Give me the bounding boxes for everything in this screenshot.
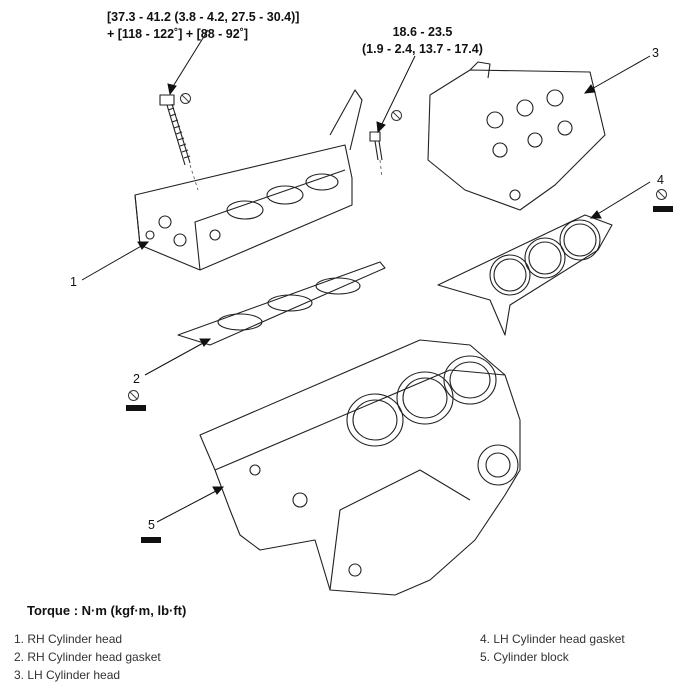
legend-item: 5. Cylinder block (480, 650, 569, 664)
legend-item: 2. RH Cylinder head gasket (14, 650, 161, 664)
legend-item: 3. LH Cylinder head (14, 668, 121, 682)
torque-spec-small-bolt-line2: (1.9 - 2.4, 13.7 - 17.4) (362, 42, 483, 56)
lh-cylinder-head-illustration (427, 61, 606, 211)
torque-spec-small-bolt: 18.6 - 23.5 (1.9 - 2.4, 13.7 - 17.4) (362, 24, 483, 58)
torque-spec-small-bolt-line1: 18.6 - 23.5 (392, 25, 453, 39)
callout-3: 3 (652, 46, 659, 60)
torque-spec-head-bolt-line2: + [118 - 122˚] + [88 - 92˚] (107, 27, 249, 41)
engine-exploded-diagram (81, 29, 651, 596)
legend-right: 4. LH Cylinder head gasket 5. Cylinder b… (480, 630, 625, 666)
legend-left: 1. RH Cylinder head 2. RH Cylinder head … (14, 630, 161, 684)
callout-4: 4 (657, 173, 664, 187)
rh-gasket-illustration (177, 261, 386, 346)
cylinder-block-illustration (199, 339, 521, 596)
head-bolt-illustration (159, 94, 191, 166)
no-reuse-icon (656, 189, 667, 200)
torque-spec-head-bolt: [37.3 - 41.2 (3.8 - 4.2, 27.5 - 30.4)] +… (107, 9, 299, 43)
no-reuse-icon (128, 390, 139, 401)
legend-item: 1. RH Cylinder head (14, 632, 123, 646)
sealant-icon (653, 206, 673, 212)
callout-1: 1 (70, 275, 77, 289)
lh-gasket-illustration (437, 214, 613, 336)
sealant-icon (141, 537, 161, 543)
callout-5: 5 (148, 518, 155, 532)
legend-item: 4. LH Cylinder head gasket (480, 632, 625, 646)
torque-spec-head-bolt-line1: [37.3 - 41.2 (3.8 - 4.2, 27.5 - 30.4)] (107, 10, 300, 24)
sealant-icon (126, 405, 146, 411)
rh-cylinder-head-illustration (134, 89, 363, 271)
callout-2: 2 (133, 372, 140, 386)
torque-unit-title: Torque : N·m (kgf·m, lb·ft) (27, 603, 187, 618)
no-reuse-icon (180, 93, 191, 104)
no-reuse-icon (391, 110, 402, 121)
small-bolt-illustration (369, 131, 383, 161)
